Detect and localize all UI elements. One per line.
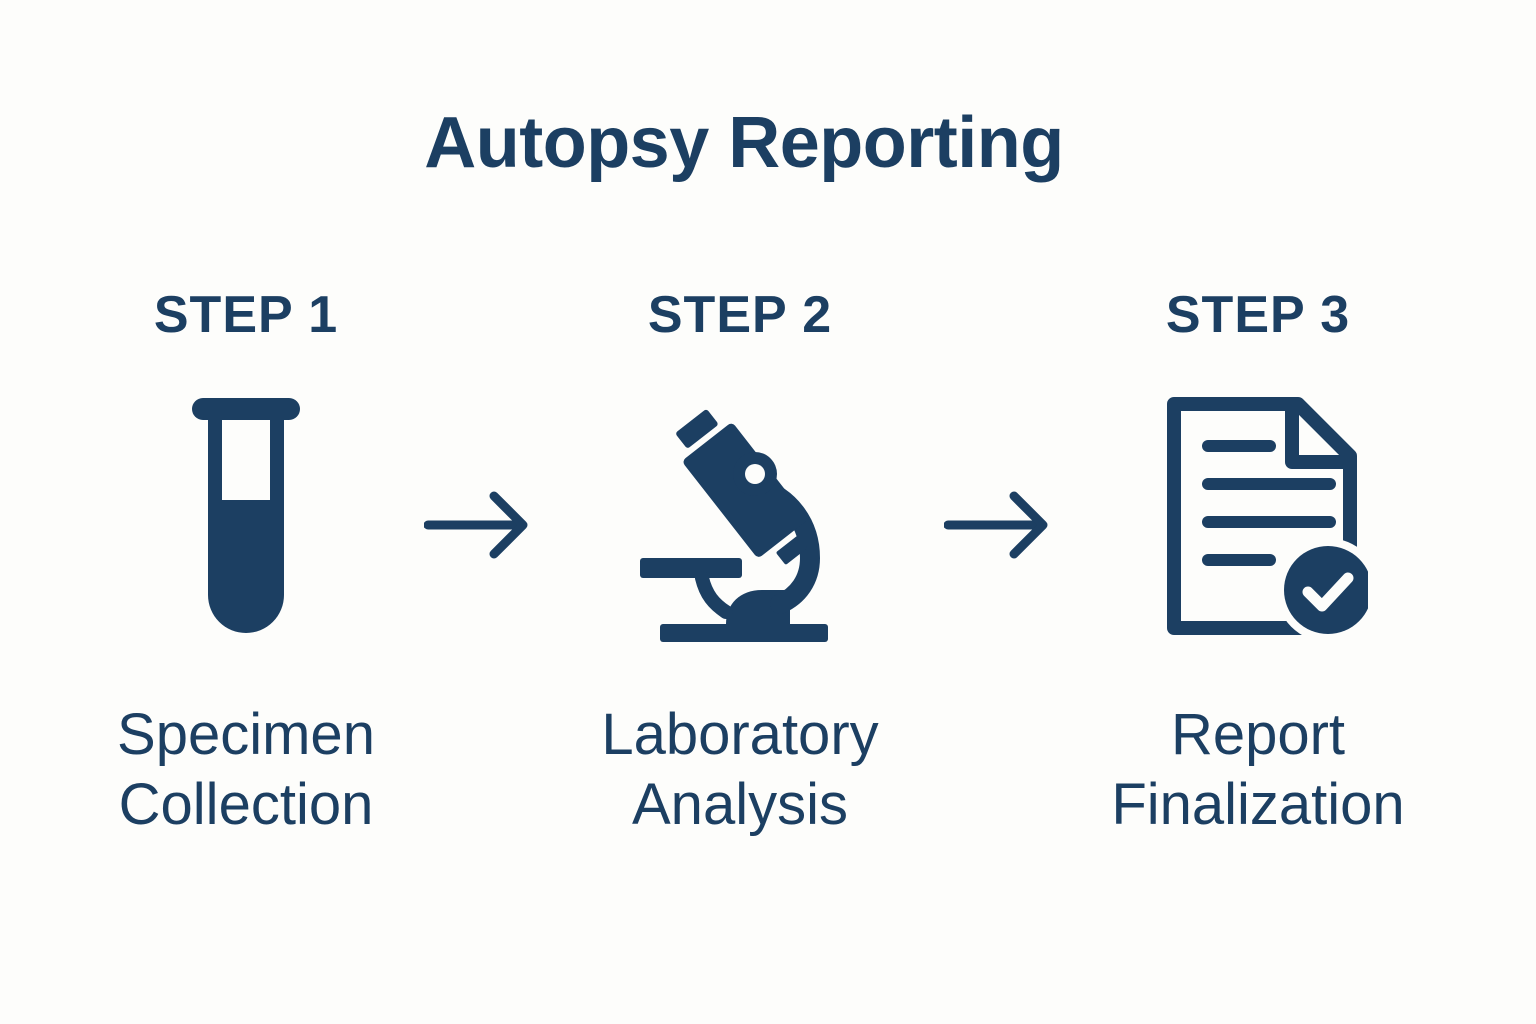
microscope-icon [640,390,840,655]
step-label: STEP 1 [153,286,339,344]
step-caption-line: Finalization [1111,772,1405,837]
step-caption-line: Report [1170,702,1346,767]
step-specimen-collection: STEP 1 Specimen Collection [46,280,446,860]
step-caption-line: Collection [118,772,374,837]
step-caption: Laboratory Analysis [540,700,940,840]
step-caption-line: Analysis [632,772,848,837]
arrow-right-icon [943,490,1054,565]
step-caption: Specimen Collection [46,700,446,840]
arrow-right-icon [423,490,534,565]
step-laboratory-analysis: STEP 2 Laboratory Analysis [540,280,940,860]
step-caption-line: Laboratory [601,702,879,767]
step-label: STEP 2 [647,286,833,344]
page-title: Autopsy Reporting [424,103,1064,183]
step-label: STEP 3 [1165,286,1351,344]
test-tube-icon [186,390,306,655]
document-check-icon [1148,390,1380,655]
step-caption-line: Specimen [117,702,375,767]
step-caption: Report Finalization [1058,700,1458,840]
step-report-finalization: STEP 3 Report Finalization [1058,280,1458,860]
